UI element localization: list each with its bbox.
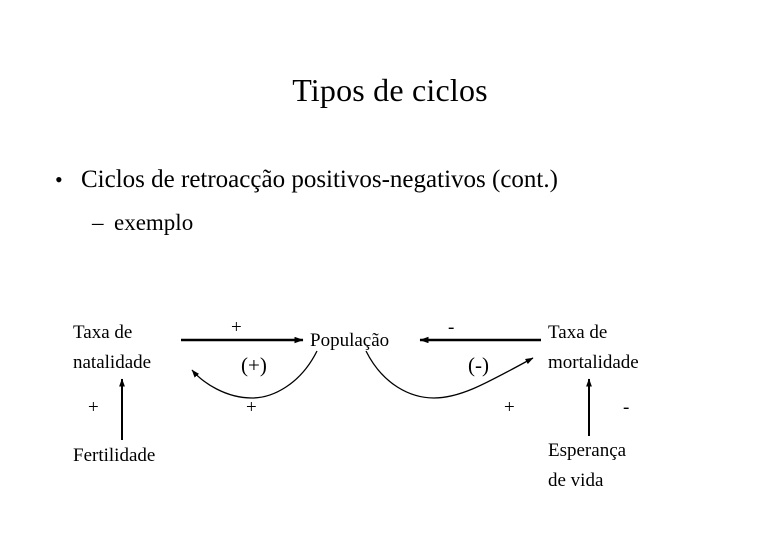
node-taxa-de-natalidade-line1: Taxa de [73, 322, 133, 343]
node-taxa-de-mortalidade: Taxa de mortalidade [548, 318, 639, 378]
node-esperanca-de-vida: Esperança de vida [548, 436, 626, 496]
loop-label-negative: (-) [468, 353, 489, 377]
dash-marker-icon: – [92, 210, 104, 235]
sign-natalidade-populacao: + [231, 317, 242, 338]
sign-populacao-natalidade: + [246, 397, 257, 418]
node-esperanca-de-vida-line2: de vida [548, 470, 604, 491]
bullet-level-1: • Ciclos de retroacção positivos-negativo… [55, 164, 558, 196]
sign-mortalidade-populacao: - [448, 317, 455, 338]
node-taxa-de-mortalidade-line1: Taxa de [548, 322, 608, 343]
sign-esperanca-mortalidade: - [623, 397, 630, 418]
bullet-marker-icon: • [55, 167, 63, 192]
node-populacao: População [310, 326, 389, 356]
node-populacao-line1: População [310, 330, 390, 351]
page-title: Tipos de ciclos [292, 72, 488, 108]
bullet-level-1-text: Ciclos de retroacção positivos-negativos… [81, 166, 558, 193]
sign-fertilidade-natalidade: + [88, 397, 99, 418]
node-taxa-de-mortalidade-line2: mortalidade [548, 352, 639, 373]
bullet-level-2-text: exemplo [114, 210, 194, 235]
node-taxa-de-natalidade: Taxa de natalidade [73, 318, 151, 378]
arrow-populacao-to-mortalidade [365, 350, 534, 399]
bullet-level-2: –exemplo [92, 208, 193, 238]
sign-populacao-mortalidade: + [504, 397, 515, 418]
node-esperanca-de-vida-line1: Esperança [548, 440, 627, 461]
node-taxa-de-natalidade-line2: natalidade [73, 352, 152, 373]
node-fertilidade-line1: Fertilidade [73, 445, 156, 466]
node-fertilidade: Fertilidade [73, 441, 155, 471]
loop-label-positive: (+) [241, 353, 267, 377]
